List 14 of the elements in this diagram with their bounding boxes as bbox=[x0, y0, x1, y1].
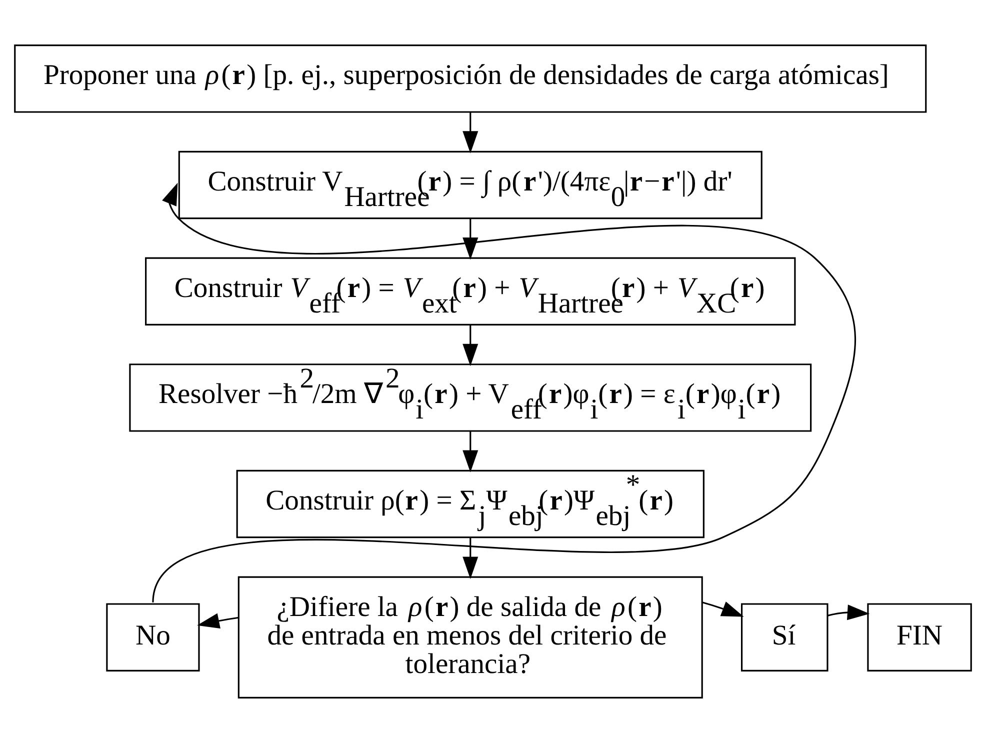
arrow bbox=[462, 218, 478, 260]
arrow bbox=[462, 537, 478, 578]
arrow bbox=[197, 612, 239, 628]
arrow bbox=[462, 112, 478, 153]
node-box: No bbox=[106, 602, 200, 671]
node-box: FIN bbox=[867, 602, 972, 671]
arrow bbox=[462, 324, 478, 366]
arrow bbox=[462, 430, 478, 472]
node-box: Sí bbox=[740, 602, 828, 671]
arrow bbox=[152, 182, 856, 602]
arrow bbox=[828, 604, 870, 620]
node-box: ¿Difiere la ρ(r) de salida de ρ(r) de entrada en menos del criterio de tolerancia? bbox=[238, 576, 703, 698]
arrow bbox=[702, 601, 744, 616]
node-box: Proponer una ρ(r) [p. ej., superposición de densidades de carga atómicas] bbox=[14, 44, 927, 112]
